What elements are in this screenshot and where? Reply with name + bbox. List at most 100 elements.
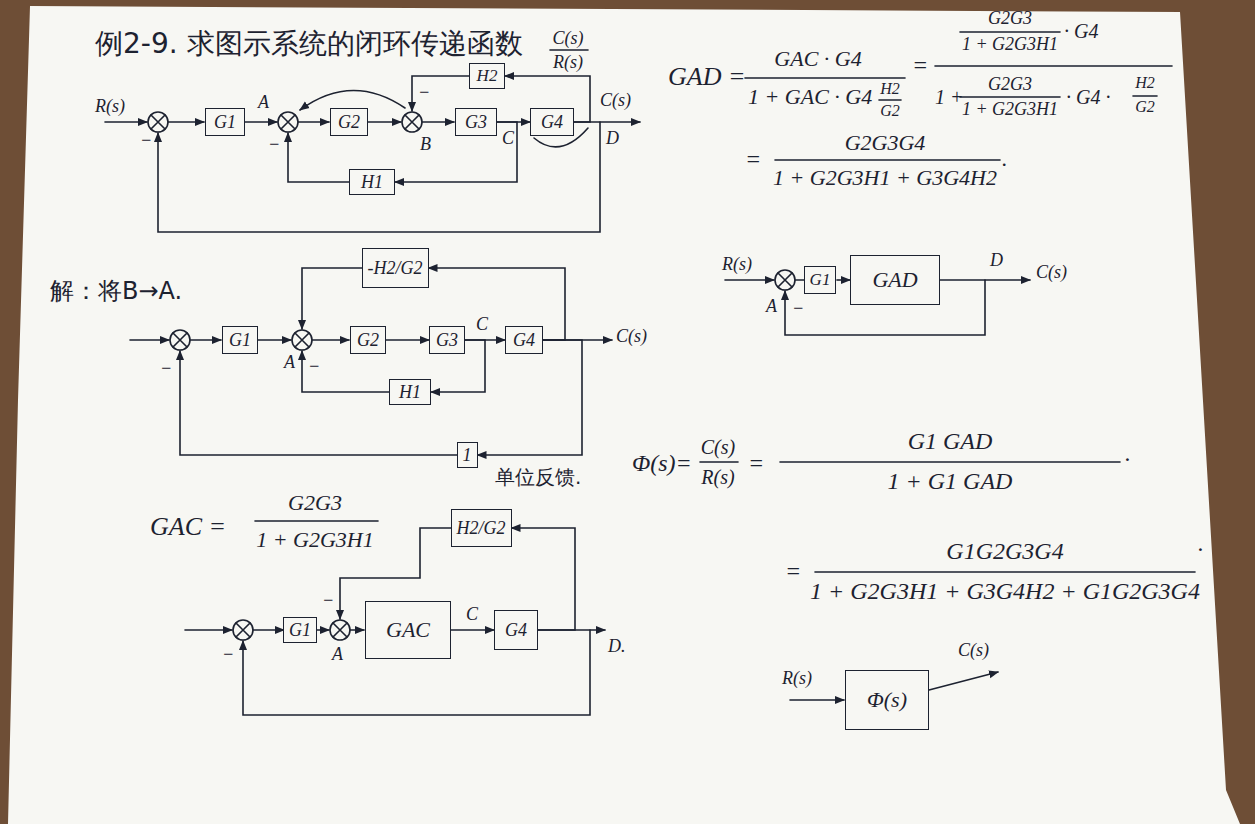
block-text: G3: [436, 330, 458, 351]
block-box: G3: [429, 326, 465, 354]
fraction-bar: [960, 31, 1060, 33]
annotation-label: .: [1198, 530, 1204, 558]
annotation-label: 1 +: [935, 86, 964, 109]
annotation-label: 解：将B→A.: [50, 278, 182, 306]
signal-line: [245, 121, 277, 123]
annotation-label: 单位反馈.: [495, 466, 581, 489]
block-box: H1: [389, 379, 431, 406]
annotation-label: 1 + G2G3H1 + G3G4H2: [773, 165, 997, 190]
block-box: H1: [349, 169, 395, 196]
annotation-label: Φ(s)=: [632, 450, 692, 478]
summing-junction: [292, 330, 312, 350]
fraction-bar: [879, 99, 901, 101]
annotation-label: 1 + GAC · G4: [748, 84, 872, 109]
annotation-label: R(s): [95, 96, 125, 117]
annotation-label: .: [1125, 440, 1131, 468]
block-text: GAD: [872, 267, 917, 292]
block-box: 1: [457, 442, 478, 469]
block-box: G1: [205, 108, 245, 136]
block-text: G2: [338, 112, 360, 133]
feedback-line: [302, 268, 362, 329]
fraction-bar: [780, 461, 1120, 463]
annotation-label: −: [222, 644, 234, 665]
annotation-label: C(s): [616, 326, 647, 347]
signal-line: [105, 121, 147, 123]
annotation-label: G2G3G4: [845, 130, 926, 155]
annotation-label: 1 + G2G3H1: [962, 34, 1058, 55]
block-text: G2: [357, 330, 379, 351]
annotation-label: −: [308, 356, 320, 377]
block-text: G1: [229, 330, 251, 351]
block-box: G2: [350, 326, 386, 354]
block-box: H2/G2: [451, 509, 512, 547]
annotation-label: −: [160, 358, 172, 379]
block-text: G1: [289, 620, 311, 641]
fraction-bar: [700, 461, 738, 463]
title-text: 例2-9. 求图示系统的闭环传递函数: [95, 28, 523, 60]
annotation-label: C: [502, 128, 514, 149]
annotation-label: C(s): [1036, 262, 1067, 283]
block-text: G4: [505, 620, 527, 641]
annotation-label: · G4: [1064, 20, 1098, 43]
annotation-label: D.: [608, 636, 626, 657]
annotation-label: GAD =: [668, 62, 745, 92]
fraction-bar: [255, 520, 378, 522]
annotation-label: C: [466, 604, 478, 625]
block-text: H1: [399, 382, 421, 403]
annotation-label: −: [268, 134, 280, 155]
block-box: G4: [494, 610, 538, 650]
annotation-label: D: [606, 128, 619, 149]
annotation-label: G2: [880, 102, 900, 120]
annotation-label: H2: [1135, 74, 1155, 92]
annotation-label: A: [258, 92, 269, 113]
annotation-label: −: [418, 82, 430, 103]
annotation-label: C(s): [701, 436, 735, 459]
block-box: G4: [530, 108, 574, 136]
signal-line: [315, 629, 329, 631]
summing-junction: [233, 620, 253, 640]
signal-line: [190, 339, 221, 341]
annotation-label: C(s): [958, 640, 989, 661]
signal-line: [422, 121, 454, 123]
fraction-bar: [935, 65, 1172, 67]
signal-line: [168, 121, 204, 123]
annotation-label: 1 + G2G3H1: [256, 527, 374, 552]
block-text: -H2/G2: [368, 258, 423, 279]
summing-junction: [402, 112, 422, 132]
block-text: GAC: [386, 617, 430, 642]
block-box: Φ(s): [845, 670, 929, 730]
connector-line: [386, 339, 429, 341]
block-text: H2: [477, 66, 498, 86]
block-text: G4: [513, 330, 535, 351]
annotation-label: 1 + G1 GAD: [888, 468, 1013, 496]
annotation-label: C(s): [553, 28, 584, 49]
block-text: H2/G2: [457, 518, 506, 539]
block-box: G3: [455, 108, 497, 136]
summing-junction: [330, 620, 350, 640]
fraction-bar: [550, 49, 588, 51]
summing-junction: [278, 112, 298, 132]
feedback-line: [180, 351, 457, 455]
annotation-label: G2: [1135, 98, 1155, 116]
annotation-label: · G4 ·: [1066, 86, 1110, 109]
fraction-bar: [775, 159, 1000, 161]
annotation-label: B: [420, 134, 431, 155]
feedback-line: [412, 76, 469, 111]
annotation-label: G1G2G3G4: [946, 538, 1063, 566]
signal-line: [185, 629, 232, 631]
signal-line: [350, 629, 364, 631]
block-box: G1: [222, 326, 258, 354]
summing-junction: [170, 330, 190, 350]
fraction-bar: [745, 77, 905, 79]
signal-line: [725, 279, 774, 281]
block-text: Φ(s): [867, 687, 907, 712]
block-box: G4: [505, 326, 543, 354]
annotation-label: 1 + G2G3H1 + G3G4H2 + G1G2G3G4: [810, 578, 1200, 606]
signal-line: [312, 339, 349, 341]
annotation-label: R(s): [782, 668, 812, 689]
annotation-label: A: [284, 352, 295, 373]
block-text: H1: [361, 172, 383, 193]
annotation-label: R(s): [553, 52, 583, 73]
annotation-label: A: [766, 296, 777, 317]
